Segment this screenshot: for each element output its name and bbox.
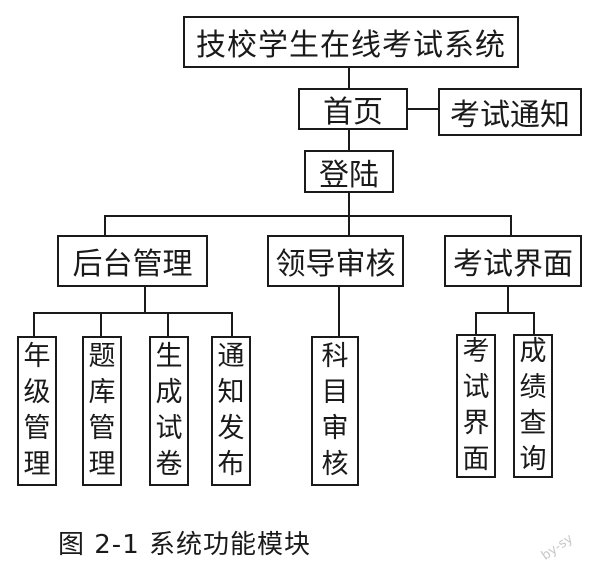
leaf-char: 库 [88, 377, 116, 408]
connector-login-bus [348, 193, 350, 215]
leaf-char: 通 [217, 341, 245, 372]
leaf-score-box: 成绩查询 [513, 334, 553, 478]
connector-home-login [348, 130, 350, 150]
connector-title-home [348, 66, 350, 88]
leaf-char: 发 [217, 413, 245, 444]
leaf-char: 卷 [155, 449, 183, 480]
system-title-box: 技校学生在线考试系统 [183, 16, 519, 68]
system-title-label: 技校学生在线考试系统 [196, 28, 506, 63]
connector-bus-review [348, 215, 350, 235]
leaf-char: 理 [23, 449, 51, 480]
connector-leaf-grade [33, 312, 35, 336]
leaf-char: 试 [155, 413, 183, 444]
leaf-generate-box: 生成试卷 [149, 336, 189, 486]
leaf-char: 管 [88, 413, 116, 444]
home-box: 首页 [298, 88, 408, 130]
login-label: 登陆 [319, 157, 379, 193]
review-label: 领导审核 [275, 247, 396, 282]
exam-ui-box: 考试界面 [444, 235, 582, 287]
leaf-subject-box: 科目审核 [311, 336, 359, 486]
backend-label: 后台管理 [72, 247, 193, 282]
leaf-char: 题 [88, 341, 116, 372]
connector-leaf-score [533, 312, 535, 334]
leaf-char: 目 [321, 377, 349, 408]
leaf-char: 界 [462, 408, 490, 439]
leaf-char: 成 [155, 377, 183, 408]
figure-caption: 图 2-1 系统功能模块 [58, 530, 311, 560]
connector-leaf-generate [167, 312, 169, 336]
connector-bus-backend [104, 215, 106, 235]
connector-leaf-exam-ui [475, 312, 477, 334]
leaf-char: 成 [519, 336, 547, 367]
leaf-char: 管 [23, 413, 51, 444]
leaf-char: 生 [155, 341, 183, 372]
connector-bus-exam [510, 215, 512, 235]
leaf-char: 理 [88, 449, 116, 480]
leaf-char: 核 [321, 449, 349, 480]
leaf-char: 查 [519, 408, 547, 439]
review-box: 领导审核 [267, 235, 404, 287]
leaf-char: 级 [23, 377, 51, 408]
leaf-char: 布 [217, 449, 245, 480]
leaf-grade-box: 年级管理 [17, 336, 57, 486]
exam-notice-box: 考试通知 [438, 88, 582, 136]
leaf-exam-ui-box: 考试界面 [456, 334, 496, 478]
leaf-bank-box: 题库管理 [82, 336, 122, 486]
leaf-char: 考 [462, 336, 490, 367]
connector-exam-down [507, 287, 509, 312]
leaf-char: 知 [217, 377, 245, 408]
leaf-char: 年 [23, 341, 51, 372]
connector-leaf-bank [100, 312, 102, 336]
leaf-char: 面 [462, 444, 490, 475]
connector-review-subject [338, 287, 340, 336]
connector-leaf-notice [231, 312, 233, 336]
leaf-char: 审 [321, 413, 349, 444]
exam-ui-label: 考试界面 [453, 247, 573, 282]
backend-box: 后台管理 [57, 235, 208, 287]
connector-level2-bus [104, 215, 512, 217]
connector-backend-down [144, 287, 146, 312]
leaf-char: 科 [321, 341, 349, 372]
leaf-char: 询 [519, 444, 547, 475]
home-label: 首页 [323, 95, 383, 130]
leaf-char: 试 [462, 372, 490, 403]
leaf-char: 绩 [519, 372, 547, 403]
connector-home-notice [406, 108, 440, 110]
watermark: by-sy [538, 531, 577, 564]
connector-exam-bus [475, 312, 535, 314]
login-box: 登陆 [304, 150, 394, 193]
exam-notice-label: 考试通知 [450, 98, 570, 133]
connector-backend-bus [33, 312, 233, 314]
leaf-notice-box: 通知发布 [211, 336, 251, 486]
